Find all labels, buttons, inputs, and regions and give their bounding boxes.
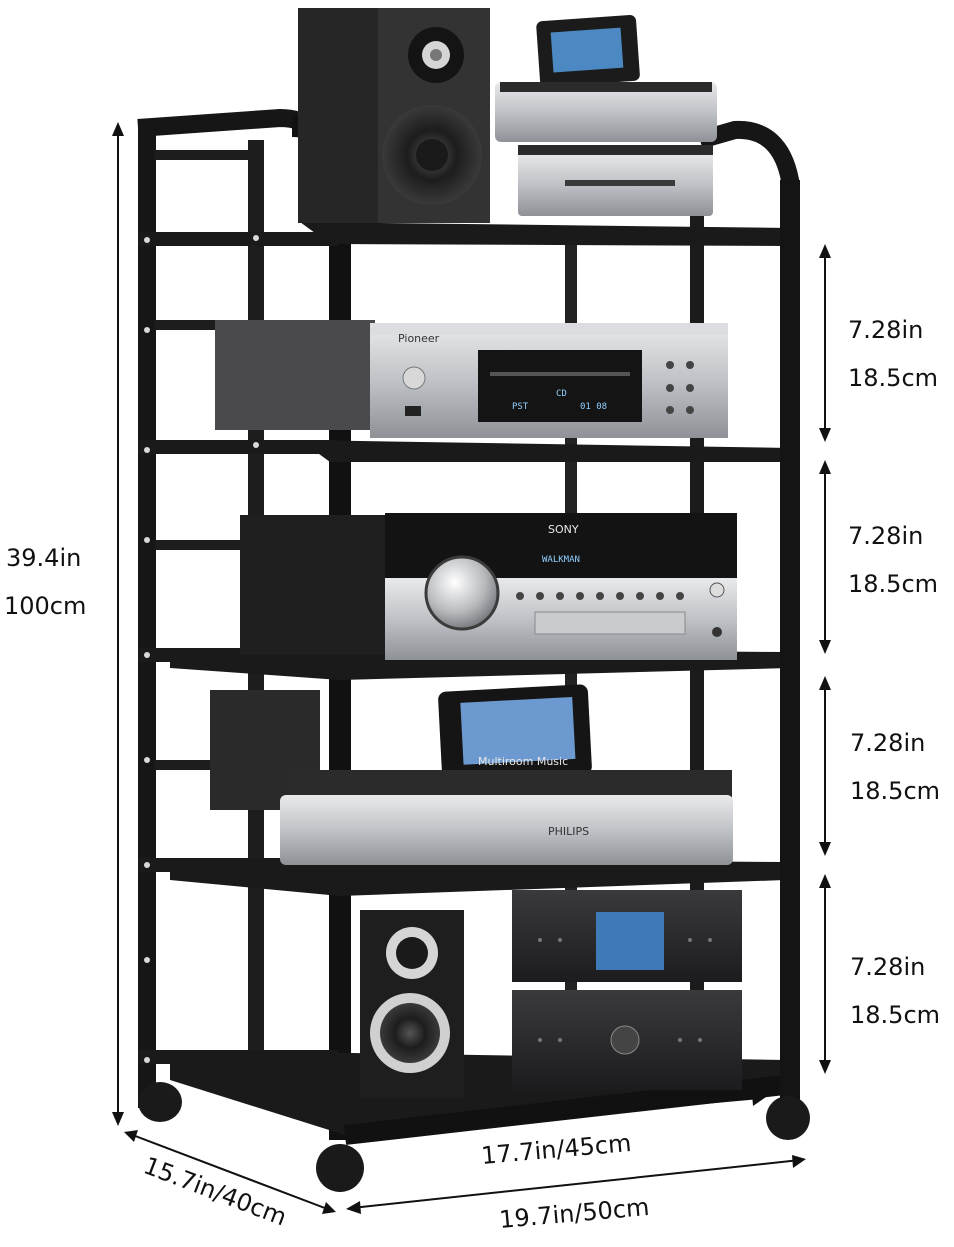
top-media-device bbox=[495, 14, 717, 216]
cd-display-left: PST bbox=[512, 402, 529, 412]
dimension-arrows bbox=[112, 122, 831, 1214]
caster-wheels bbox=[138, 1073, 810, 1192]
network-streamer: Multiroom Music PHILIPS bbox=[210, 684, 733, 865]
amplifier: SONY WALKMAN bbox=[240, 513, 737, 660]
shelf-gap-3-in: 7.28in bbox=[850, 729, 925, 757]
shelf-gap-2-in: 7.28in bbox=[848, 522, 923, 550]
amplifier-brand: SONY bbox=[548, 523, 579, 536]
streamer-brand: PHILIPS bbox=[548, 825, 589, 838]
streamer-screen: Multiroom Music bbox=[478, 755, 568, 768]
cd-player: Pioneer CD 01 08 PST bbox=[215, 320, 728, 438]
cd-display-label: CD bbox=[556, 389, 567, 399]
cd-player-brand: Pioneer bbox=[398, 332, 440, 345]
shelf-gap-3-cm: 18.5cm bbox=[850, 777, 940, 805]
top-speaker bbox=[298, 8, 490, 223]
bottom-devices bbox=[512, 890, 742, 1090]
inner-width-label: 17.7in/45cm bbox=[480, 1129, 632, 1170]
depth-label: 15.7in/40cm bbox=[140, 1151, 291, 1231]
bottom-speaker bbox=[360, 910, 464, 1098]
shelf-gap-1-in: 7.28in bbox=[848, 316, 923, 344]
height-cm-label: 100cm bbox=[4, 592, 86, 620]
shelf-gap-1-cm: 18.5cm bbox=[848, 364, 938, 392]
outer-width-label: 19.7in/50cm bbox=[498, 1193, 650, 1234]
amplifier-display: WALKMAN bbox=[542, 555, 580, 565]
shelf-gap-2-cm: 18.5cm bbox=[848, 570, 938, 598]
shelf-gap-4-cm: 18.5cm bbox=[850, 1001, 940, 1029]
cd-display-sub: 01 08 bbox=[580, 402, 607, 412]
height-in-label: 39.4in bbox=[6, 544, 81, 572]
shelf-gap-4-in: 7.28in bbox=[850, 953, 925, 981]
